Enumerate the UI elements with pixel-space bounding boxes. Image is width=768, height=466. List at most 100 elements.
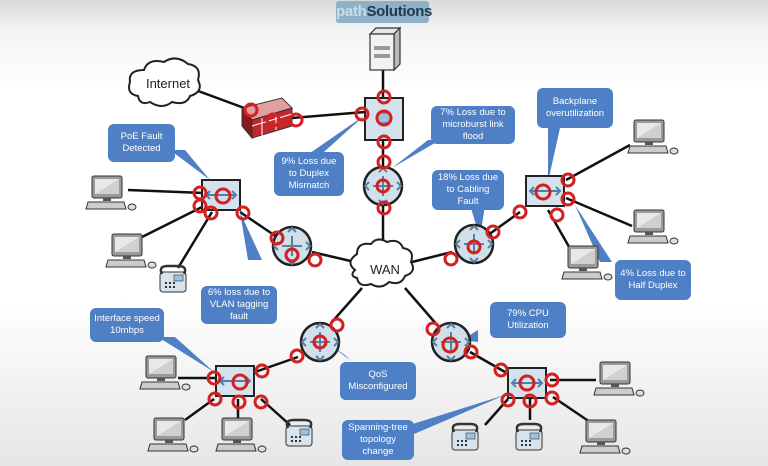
fault-ring	[253, 394, 269, 410]
fault-ring	[376, 134, 392, 150]
link-wan-bottom-right-router	[404, 287, 439, 327]
fault-ring	[192, 198, 208, 214]
fault-ring	[231, 394, 247, 410]
pc-icon	[215, 417, 267, 453]
callout-poe-fault: PoE Fault Detected	[108, 124, 175, 162]
link-left-router-switch	[239, 210, 278, 239]
fault-ring	[375, 109, 393, 127]
callout-cpu-utilization: 79% CPU Utilization	[490, 302, 566, 338]
link-switch-pc1	[127, 188, 205, 195]
fault-ring	[288, 112, 304, 128]
link-firewall-core-switch	[291, 110, 366, 120]
fault-ring	[254, 363, 270, 379]
fault-ring	[329, 317, 345, 333]
link-wan-left-router	[311, 250, 356, 264]
phone-icon	[514, 422, 544, 452]
fault-ring	[443, 251, 459, 267]
fault-ring	[441, 336, 459, 354]
pc-icon	[627, 119, 679, 155]
fault-ring	[203, 205, 219, 221]
link-switch-pc2	[139, 204, 205, 240]
fault-ring	[354, 106, 370, 122]
fault-ring	[269, 230, 285, 246]
pc-icon	[85, 175, 137, 211]
pointer-interface-speed	[158, 337, 214, 372]
internet-cloud: Internet	[128, 57, 201, 107]
server-icon	[368, 26, 402, 72]
fault-ring	[560, 172, 576, 188]
pointer-backplane	[548, 128, 560, 182]
fault-ring	[307, 252, 323, 268]
callout-half-duplex: 4% Loss due to Half Duplex	[615, 260, 691, 300]
pointer-duplex-mismatch	[300, 115, 365, 160]
bottom-right-switch-icon	[507, 367, 547, 399]
core-router-icon	[362, 165, 404, 207]
fault-ring	[500, 392, 516, 408]
fault-ring	[243, 102, 259, 118]
fault-ring	[549, 207, 565, 223]
phone-icon	[158, 264, 188, 294]
fault-ring	[284, 247, 300, 263]
fault-ring	[425, 321, 441, 337]
callout-cabling-fault: 18% Loss due to Cabling Fault	[432, 170, 504, 210]
pc-icon	[139, 355, 191, 391]
fault-ring	[376, 154, 392, 170]
fault-ring	[206, 370, 222, 386]
fault-ring	[512, 204, 528, 220]
callout-microburst: 7% Loss due to microburst link flood	[431, 106, 515, 144]
fault-ring	[560, 191, 576, 207]
pointer-poe	[170, 150, 210, 180]
fault-ring	[231, 373, 249, 391]
pc-icon	[579, 419, 631, 455]
fault-ring	[544, 390, 560, 406]
pointer-vlan	[240, 212, 262, 260]
callout-interface-speed: Interface speed 10mbps	[90, 308, 164, 342]
callout-vlan-tagging: 6% loss due to VLAN tagging fault	[201, 286, 277, 324]
callout-duplex-mismatch: 9% Loss due to Duplex Mismatch	[274, 152, 344, 196]
link-wan-bottom-left-router	[331, 287, 363, 323]
fault-ring	[463, 344, 479, 360]
fault-ring	[534, 183, 552, 201]
pc-icon	[105, 233, 157, 269]
fault-ring	[207, 391, 223, 407]
link-switch-pc-mid	[565, 196, 633, 228]
left-switch-icon	[201, 179, 241, 211]
callout-spanning-tree: Spanning-tree topology change	[342, 420, 414, 460]
pc-icon	[593, 361, 645, 397]
fault-ring	[544, 372, 560, 388]
fault-ring	[376, 200, 392, 216]
fault-ring	[289, 348, 305, 364]
pathsolutions-logo: pathSolutions	[336, 1, 432, 23]
fault-ring	[493, 362, 509, 378]
pointer-microburst	[392, 140, 440, 168]
wan-cloud: WAN	[349, 238, 414, 288]
wan-label: WAN	[370, 262, 400, 277]
link-switch-phone	[176, 211, 214, 269]
fault-ring	[214, 187, 232, 205]
fault-ring	[375, 178, 391, 194]
phone-icon	[450, 422, 480, 452]
fault-ring	[376, 89, 392, 105]
callout-qos: QoS Misconfigured	[340, 362, 416, 400]
fault-ring	[466, 239, 482, 255]
pc-icon	[147, 417, 199, 453]
callout-pointers	[158, 115, 612, 440]
link-wan-right-router	[411, 250, 453, 264]
right-switch-icon	[525, 175, 565, 207]
link-switch-pc-top	[565, 143, 631, 182]
link-bl-switch-phone	[260, 398, 291, 426]
fault-ring	[235, 205, 251, 221]
link-br-switch-pc2	[552, 395, 591, 424]
pointer-spanning-tree	[400, 395, 505, 440]
pointer-half-duplex	[575, 205, 612, 262]
fault-ring	[265, 112, 281, 128]
core-switch-icon	[364, 97, 404, 141]
links	[127, 70, 633, 426]
internet-label: Internet	[146, 76, 190, 91]
callout-backplane: Backplane overutilization	[537, 88, 613, 128]
fault-markers	[192, 89, 576, 410]
fault-ring	[518, 374, 536, 392]
fault-ring	[312, 334, 328, 350]
